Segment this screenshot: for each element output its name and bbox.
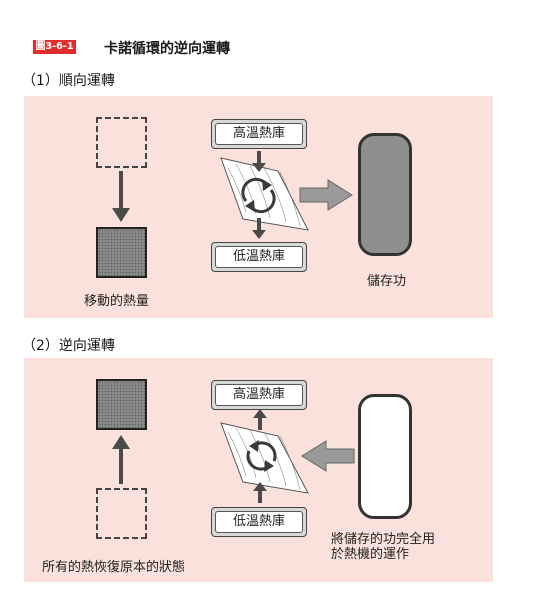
high-temp-reservoir-reverse: 高溫熱庫 bbox=[211, 380, 307, 410]
low-temp-reservoir: 低溫熱庫 bbox=[211, 242, 307, 272]
heat-block bbox=[96, 227, 147, 278]
heat-out-arrow-icon bbox=[252, 218, 266, 239]
work-caption: 儲存功 bbox=[367, 274, 407, 289]
figure-tag: 圖3-6-1 bbox=[33, 40, 76, 54]
work-output-arrow-icon bbox=[299, 179, 353, 211]
heat-caption: 移動的熱量 bbox=[84, 294, 150, 309]
empty-heat-box bbox=[96, 117, 147, 168]
high-temp-label: 高溫熱庫 bbox=[215, 123, 303, 145]
heat-to-high-arrow-icon bbox=[253, 409, 267, 430]
figure-title: 卡諾循環的逆向運轉 bbox=[104, 41, 230, 57]
engine-sheet-icon bbox=[220, 157, 309, 231]
heat-from-low-arrow-icon bbox=[253, 482, 267, 503]
cycle-arrows-reverse-icon bbox=[246, 440, 277, 472]
work-caption-reverse-line2: 於熱機的運作 bbox=[331, 547, 410, 562]
work-caption-reverse: 將儲存的功完全用 於熱機的運作 bbox=[331, 532, 435, 562]
work-storage-full bbox=[358, 133, 412, 256]
high-temp-reservoir: 高溫熱庫 bbox=[211, 119, 307, 149]
low-temp-label-reverse: 低溫熱庫 bbox=[215, 511, 303, 533]
up-arrow-icon bbox=[112, 435, 130, 484]
work-caption-reverse-line1: 將儲存的功完全用 bbox=[331, 532, 436, 547]
high-temp-label-reverse: 高溫熱庫 bbox=[215, 384, 303, 406]
down-arrow-icon bbox=[112, 171, 130, 222]
work-storage-empty bbox=[358, 394, 412, 519]
engine-sheet-reverse-icon bbox=[220, 422, 309, 494]
work-input-arrow-icon bbox=[301, 440, 355, 472]
heat-caption-reverse: 所有的熱恢復原本的狀態 bbox=[42, 560, 186, 575]
section-reverse-title: （2）逆向運轉 bbox=[22, 338, 115, 354]
low-temp-label: 低溫熱庫 bbox=[215, 246, 303, 268]
low-temp-reservoir-reverse: 低溫熱庫 bbox=[211, 507, 307, 537]
heat-block-reverse bbox=[96, 379, 147, 430]
heat-in-arrow-icon bbox=[252, 151, 266, 172]
cycle-arrows-icon bbox=[241, 177, 276, 214]
empty-heat-box-reverse bbox=[96, 488, 147, 539]
section-forward-title: （1）順向運轉 bbox=[22, 73, 115, 89]
